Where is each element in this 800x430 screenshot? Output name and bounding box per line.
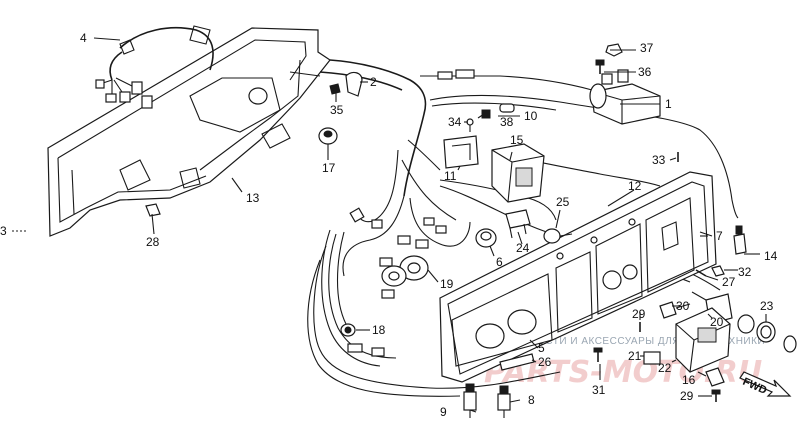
- part-terminal-9: [463, 383, 477, 418]
- part-grommet-18: [340, 323, 356, 337]
- part-knob-16: [705, 367, 725, 387]
- part-switch-25: [543, 228, 573, 244]
- callout-23: 23: [760, 299, 774, 313]
- callout-35: 35: [330, 103, 344, 117]
- callout-24: 24: [516, 241, 530, 255]
- callout-6: 6: [496, 255, 503, 269]
- callout-34: 34: [448, 115, 462, 129]
- callout-7: 7: [716, 229, 723, 243]
- callout-27: 27: [722, 275, 736, 289]
- callout-5: 5: [538, 341, 545, 355]
- callout-12: 12: [628, 179, 642, 193]
- callout-36: 36: [638, 65, 652, 79]
- callout-2: 2: [370, 75, 377, 89]
- callout-19: 19: [440, 277, 454, 291]
- part-screw-34: [466, 118, 474, 132]
- part-terminal-8: [497, 385, 511, 418]
- callout-13: 13: [246, 191, 260, 205]
- callout-38: 38: [500, 115, 514, 129]
- callout-3: 3: [0, 224, 7, 238]
- part-diode-24: [505, 209, 531, 239]
- callout-32: 32: [738, 265, 752, 279]
- part-screw-29-bottom: [711, 389, 721, 402]
- callout-17: 17: [322, 161, 336, 175]
- callout-18: 18: [372, 323, 386, 337]
- part-screw-36: [595, 59, 605, 74]
- loom-connectors: [347, 69, 475, 357]
- callout-numbers: 1 2 3 4 5 6 7 8 9 10 11 12 13 14 15 16 1…: [0, 31, 778, 419]
- part-screw-31: [593, 347, 603, 362]
- callout-10: 10: [524, 109, 538, 123]
- part-terminal-14: [733, 225, 747, 255]
- part-breaker-21: [643, 351, 661, 365]
- callout-1: 1: [665, 97, 672, 111]
- callout-28: 28: [146, 235, 160, 249]
- part-ring-23: [737, 314, 797, 353]
- callout-4: 4: [80, 31, 87, 45]
- callout-16: 16: [682, 373, 696, 387]
- part-receptacle-19: [381, 255, 429, 287]
- forward-direction-indicator: FWD: [739, 371, 792, 397]
- callout-8: 8: [528, 393, 535, 407]
- callout-9: 9: [440, 405, 447, 419]
- part-bracket-11: [443, 135, 479, 169]
- callout-33: 33: [652, 153, 666, 167]
- callout-31: 31: [592, 383, 606, 397]
- part-nut-32: [711, 265, 725, 277]
- part-clip-28: [145, 203, 161, 217]
- callout-14: 14: [764, 249, 778, 263]
- watermark-subtitle: ЗАПЧАСТИ И АКСЕССУАРЫ ДЛЯ МОТОТЕХНИКИ: [510, 336, 765, 347]
- part-panel-cover-7: [699, 231, 713, 237]
- leader-lines: [93, 37, 767, 413]
- part-fuse-10: [499, 103, 515, 113]
- part-front-panel-12: [439, 171, 717, 383]
- callout-15: 15: [510, 133, 524, 147]
- callout-30: 30: [676, 299, 690, 313]
- part-screw-27: [695, 269, 707, 277]
- callout-21: 21: [628, 349, 642, 363]
- part-switch-6: [475, 228, 497, 248]
- callout-22: 22: [658, 361, 672, 375]
- part-meter-22: [675, 307, 731, 373]
- callout-26: 26: [538, 355, 552, 369]
- part-label-26: [499, 353, 535, 371]
- upper-housing: [47, 27, 331, 237]
- callout-25: 25: [556, 195, 570, 209]
- part-regulator-15: [491, 143, 545, 203]
- callout-29-mid: 29: [632, 307, 646, 321]
- part-grommet-17: [318, 127, 338, 145]
- callout-29-bottom: 29: [680, 389, 694, 403]
- callout-37: 37: [640, 41, 654, 55]
- callout-20: 20: [710, 315, 724, 329]
- part-bolt-35: [329, 83, 341, 95]
- fwd-label: FWD: [741, 376, 769, 397]
- callout-11: 11: [444, 169, 457, 183]
- part-clip-2: [345, 71, 363, 97]
- wire-harness-top: [95, 25, 214, 109]
